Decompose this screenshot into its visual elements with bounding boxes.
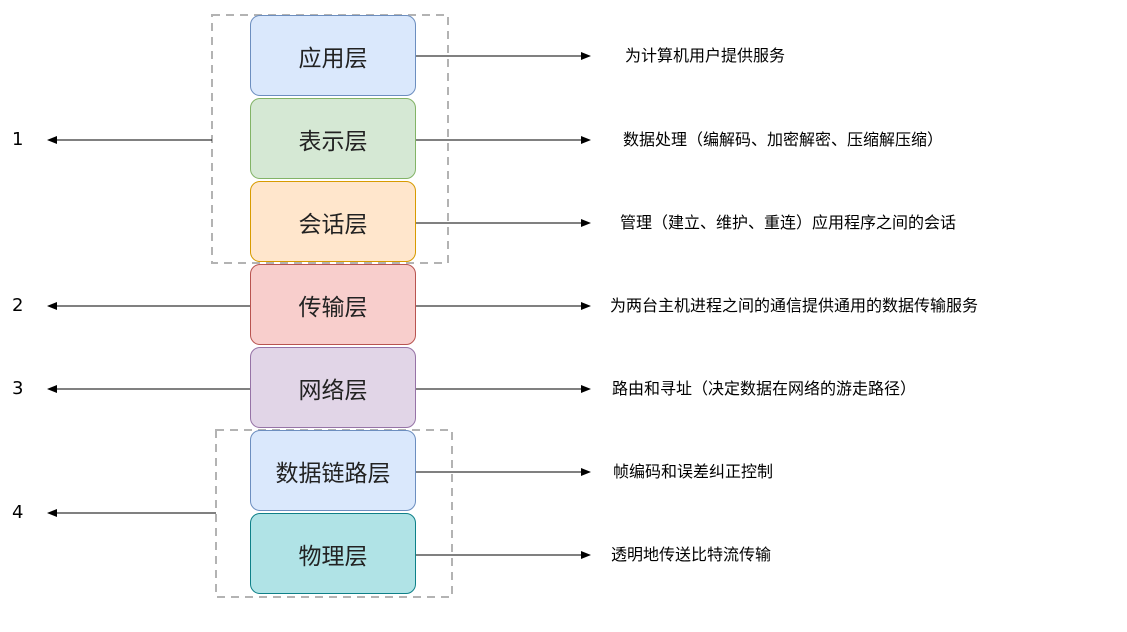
layer-application: 应用层: [250, 15, 416, 96]
group-number-2: 2: [12, 295, 24, 316]
description-transport: 为两台主机进程之间的通信提供通用的数据传输服务: [610, 296, 979, 315]
group-number-4: 4: [12, 502, 24, 523]
layer-network-label: 网络层: [298, 377, 368, 404]
description-presentation: 数据处理（编解码、加密解密、压缩解压缩）: [623, 130, 944, 149]
group-number-1: 1: [12, 129, 24, 150]
description-application: 为计算机用户提供服务: [625, 46, 786, 65]
layer-data-link: 数据链路层: [250, 430, 416, 511]
layer-data-link-label: 数据链路层: [275, 460, 391, 487]
description-physical: 透明地传送比特流传输: [611, 545, 772, 564]
description-network: 路由和寻址（决定数据在网络的游走路径）: [612, 379, 917, 398]
layer-presentation-label: 表示层: [298, 128, 368, 155]
layer-transport: 传输层: [250, 264, 416, 345]
layer-physical-label: 物理层: [298, 543, 368, 570]
layer-transport-label: 传输层: [298, 294, 368, 321]
group-number-3: 3: [12, 378, 24, 399]
layer-session: 会话层: [250, 181, 416, 262]
layer-network: 网络层: [250, 347, 416, 428]
layer-application-label: 应用层: [298, 45, 368, 72]
layer-physical: 物理层: [250, 513, 416, 594]
description-session: 管理（建立、维护、重连）应用程序之间的会话: [620, 213, 957, 232]
description-data-link: 帧编码和误差纠正控制: [613, 462, 774, 481]
layer-session-label: 会话层: [298, 211, 368, 238]
layer-presentation: 表示层: [250, 98, 416, 179]
